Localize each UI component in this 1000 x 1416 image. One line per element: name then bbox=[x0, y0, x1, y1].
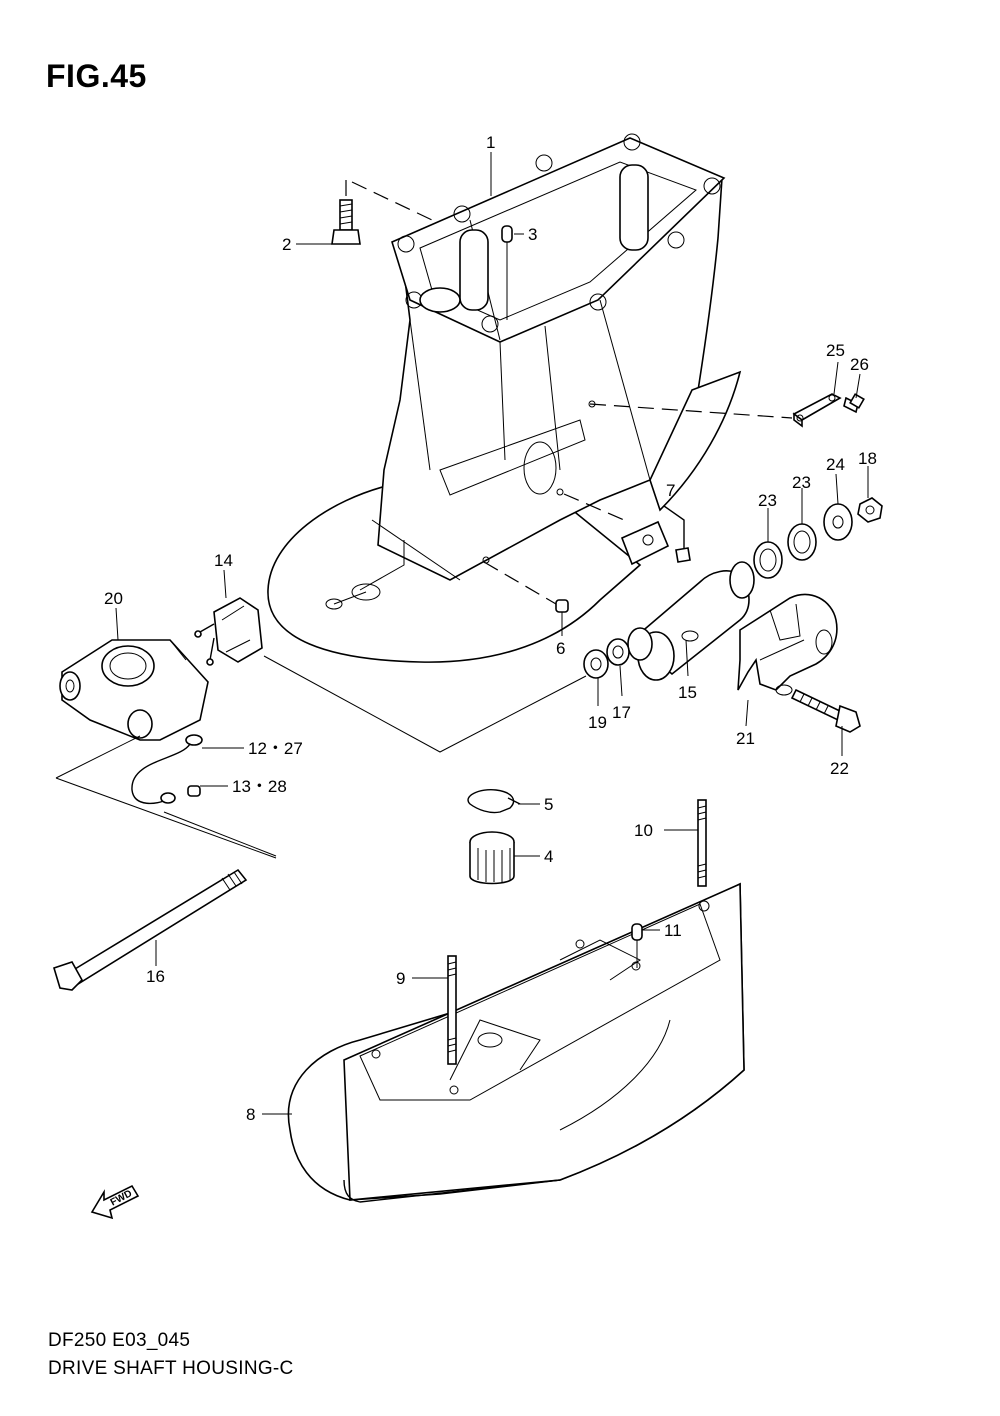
callout-12-27: 12・27 bbox=[248, 739, 303, 758]
callout-24: 24 bbox=[826, 455, 845, 474]
washer-part-17 bbox=[606, 638, 630, 666]
callout-13-28: 13・28 bbox=[232, 777, 287, 796]
callout-25: 25 bbox=[826, 341, 845, 360]
callout-10: 10 bbox=[634, 821, 653, 840]
screw-part-26 bbox=[843, 393, 865, 414]
callout-18: 18 bbox=[858, 449, 877, 468]
callout-16: 16 bbox=[146, 967, 165, 986]
sensor-part-14 bbox=[194, 597, 263, 666]
callout-4: 4 bbox=[544, 847, 553, 866]
callout-23-a: 23 bbox=[758, 491, 777, 510]
callout-23-b: 23 bbox=[792, 473, 811, 492]
callout-7: 7 bbox=[666, 481, 675, 500]
stud-part-9 bbox=[447, 955, 457, 1065]
callout-5: 5 bbox=[544, 795, 553, 814]
callout-20: 20 bbox=[104, 589, 123, 608]
washer-part-23-a bbox=[753, 541, 783, 579]
washer-part-24 bbox=[823, 503, 853, 541]
washer-part-19 bbox=[583, 649, 609, 679]
stud-part-10 bbox=[697, 799, 707, 887]
callout-15: 15 bbox=[678, 683, 697, 702]
clip-part-5 bbox=[467, 789, 521, 814]
callout-8: 8 bbox=[246, 1105, 255, 1124]
callout-14: 14 bbox=[214, 551, 233, 570]
screw-part-13 bbox=[187, 785, 201, 797]
diagram-code: DF250 E03_045 bbox=[48, 1330, 191, 1351]
callout-3: 3 bbox=[528, 225, 537, 244]
callout-2: 2 bbox=[282, 235, 291, 254]
callout-labels: 1 2 3 4 5 6 7 8 9 10 11 12・27 13・28 14 1… bbox=[104, 133, 877, 1124]
callout-19: 19 bbox=[588, 713, 607, 732]
callout-21: 21 bbox=[736, 729, 755, 748]
nut-part-18 bbox=[857, 497, 883, 523]
callout-22: 22 bbox=[830, 759, 849, 778]
figure-title: FIG.45 bbox=[46, 58, 147, 94]
bolt-part-22 bbox=[790, 688, 861, 733]
dowel-pin-part-11 bbox=[631, 923, 643, 941]
clamp-part-21 bbox=[737, 593, 838, 696]
bushing-part-15 bbox=[627, 561, 755, 681]
screw-part-6 bbox=[555, 599, 569, 613]
bearing-part-4 bbox=[469, 831, 515, 885]
callout-26: 26 bbox=[850, 355, 869, 374]
leader-lines bbox=[115, 152, 869, 1115]
dowel-pin-part-3 bbox=[501, 225, 513, 243]
diagram-name: DRIVE SHAFT HOUSING-C bbox=[48, 1358, 294, 1379]
callout-11: 11 bbox=[664, 921, 682, 940]
lead-wire-part-12 bbox=[131, 734, 203, 805]
retainer-part-7 bbox=[620, 505, 691, 566]
drive-shaft-housing bbox=[267, 133, 742, 663]
fwd-label: FWD bbox=[109, 1188, 134, 1208]
callout-6: 6 bbox=[556, 639, 565, 658]
bracket-part-20 bbox=[59, 639, 209, 741]
bolt-part-2 bbox=[331, 199, 361, 245]
washer-part-23-b bbox=[787, 523, 817, 561]
fwd-arrow-icon: FWD bbox=[90, 1184, 140, 1220]
callout-17: 17 bbox=[612, 703, 631, 722]
callout-9: 9 bbox=[396, 969, 405, 988]
extension-case-part-8 bbox=[287, 882, 745, 1203]
bolt-part-16 bbox=[53, 868, 248, 991]
plate-part-25 bbox=[792, 393, 842, 428]
callout-1: 1 bbox=[486, 133, 495, 152]
